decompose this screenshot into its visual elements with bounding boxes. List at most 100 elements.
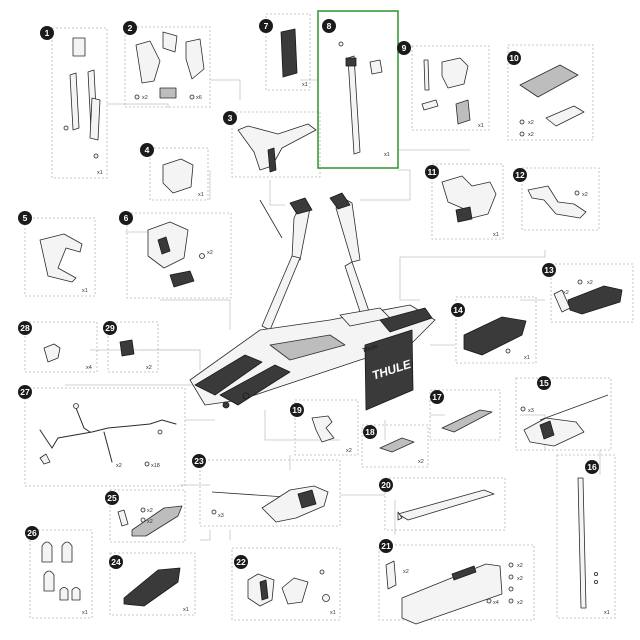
svg-text:25: 25: [107, 493, 117, 503]
part-16-qty-0: x1: [604, 610, 610, 616]
svg-text:11: 11: [428, 167, 437, 177]
part-2-qty-1: x6: [196, 95, 202, 101]
part-1[interactable]: x1: [51, 27, 108, 179]
part-21-qty-3: x4: [493, 600, 499, 606]
badge-10: 10: [507, 51, 521, 65]
part-14[interactable]: x1: [455, 296, 537, 364]
part-18[interactable]: x2: [361, 424, 429, 468]
svg-text:6: 6: [124, 213, 129, 223]
part-6-qty-0: x2: [207, 250, 213, 256]
part-2-qty-0: x2: [142, 95, 148, 101]
svg-text:13: 13: [544, 265, 554, 275]
part-15[interactable]: x3: [515, 377, 612, 451]
part-9-qty-0: x1: [478, 123, 484, 129]
part-19-qty-0: x2: [346, 448, 352, 454]
badge-23: 23: [192, 454, 206, 468]
svg-text:5: 5: [23, 213, 28, 223]
part-11[interactable]: x1: [431, 163, 504, 240]
part-21-qty-4: x2: [517, 600, 523, 606]
svg-text:7: 7: [264, 21, 269, 31]
svg-text:24: 24: [111, 557, 121, 567]
part-2[interactable]: x2 x6: [124, 26, 211, 108]
part-29[interactable]: x2: [107, 321, 159, 373]
part-21-qty-0: x2: [403, 569, 409, 575]
svg-text:4: 4: [145, 145, 150, 155]
part-23-qty-0: x3: [218, 513, 224, 519]
badge-29: 29: [103, 321, 117, 335]
part-21-qty-2: x2: [517, 576, 523, 582]
part-3[interactable]: [231, 111, 321, 178]
svg-text:27: 27: [20, 387, 30, 397]
part-22-qty-0: x1: [330, 610, 336, 616]
svg-text:9: 9: [402, 43, 407, 53]
svg-text:16: 16: [587, 462, 597, 472]
badge-24: 24: [109, 555, 123, 569]
svg-text:26: 26: [27, 528, 37, 538]
license-plate: THULE: [364, 329, 414, 411]
part-16[interactable]: x1: [556, 454, 616, 619]
part-17[interactable]: [429, 389, 501, 441]
part-13-qty-1: x2: [587, 280, 593, 286]
part-4-qty-0: x1: [198, 192, 204, 198]
badge-22: 22: [234, 555, 248, 569]
badge-28: 28: [18, 321, 32, 335]
part-28-qty-0: x4: [86, 365, 92, 371]
part-28[interactable]: x4: [24, 321, 98, 373]
svg-text:15: 15: [539, 378, 549, 388]
part-13[interactable]: x2 x2: [550, 263, 634, 323]
badge-9: 9: [397, 41, 411, 55]
svg-text:17: 17: [432, 392, 442, 402]
badge-6: 6: [119, 211, 133, 225]
part-13-qty-0: x2: [563, 290, 569, 296]
svg-text:3: 3: [228, 113, 233, 123]
badge-7: 7: [259, 19, 273, 33]
part-21[interactable]: x2 x2 x2 x4 x2: [378, 544, 535, 625]
part-12[interactable]: x2: [521, 167, 600, 231]
part-26-qty-0: x1: [82, 610, 88, 616]
part-26[interactable]: x1: [29, 529, 93, 619]
part-4[interactable]: x1: [149, 147, 209, 201]
badge-26: 26: [25, 526, 39, 540]
part-21-qty-1: x2: [517, 563, 523, 569]
badge-11: 11: [425, 165, 439, 179]
badge-2: 2: [123, 21, 137, 35]
part-27-qty-1: x18: [151, 463, 160, 469]
badges: 1 2 3 4 5 6 7 8 9 10 11 12 13 14 15 16 1…: [18, 19, 599, 569]
part-6[interactable]: x2: [126, 212, 232, 299]
part-18-qty-0: x2: [418, 459, 424, 465]
part-27[interactable]: x2 x18: [24, 387, 186, 487]
svg-text:12: 12: [515, 170, 525, 180]
part-10-qty-1: x2: [528, 132, 534, 138]
part-5[interactable]: x1: [24, 217, 96, 297]
part-5-qty-0: x1: [82, 288, 88, 294]
badge-20: 20: [379, 478, 393, 492]
part-7-qty-0: x1: [302, 82, 308, 88]
part-20[interactable]: [384, 477, 506, 531]
svg-text:19: 19: [292, 405, 302, 415]
part-22[interactable]: x1: [231, 547, 341, 621]
part-24[interactable]: x1: [109, 552, 196, 616]
part-14-qty-0: x1: [524, 355, 530, 361]
svg-text:22: 22: [236, 557, 246, 567]
part-8[interactable]: x1: [317, 10, 399, 169]
part-9[interactable]: x1: [411, 45, 490, 131]
part-24-qty-0: x1: [183, 607, 189, 613]
part-12-qty-0: x2: [582, 192, 588, 198]
part-11-qty-0: x1: [493, 232, 499, 238]
badge-16: 16: [585, 460, 599, 474]
main-bike-carrier: THULE Thule: [189, 192, 436, 411]
part-7[interactable]: x1: [265, 13, 311, 91]
badge-21: 21: [379, 539, 393, 553]
svg-text:10: 10: [509, 53, 519, 63]
svg-text:28: 28: [20, 323, 30, 333]
svg-text:20: 20: [381, 480, 391, 490]
svg-text:29: 29: [105, 323, 115, 333]
part-25[interactable]: x2 x2: [109, 489, 186, 543]
part-10[interactable]: x2 x2: [507, 44, 594, 141]
svg-text:18: 18: [365, 427, 375, 437]
part-25-qty-0: x2: [147, 508, 153, 514]
part-23[interactable]: x3: [199, 459, 341, 527]
part-10-qty-0: x2: [528, 120, 534, 126]
part-19[interactable]: x2: [294, 399, 359, 456]
svg-text:2: 2: [128, 23, 133, 33]
